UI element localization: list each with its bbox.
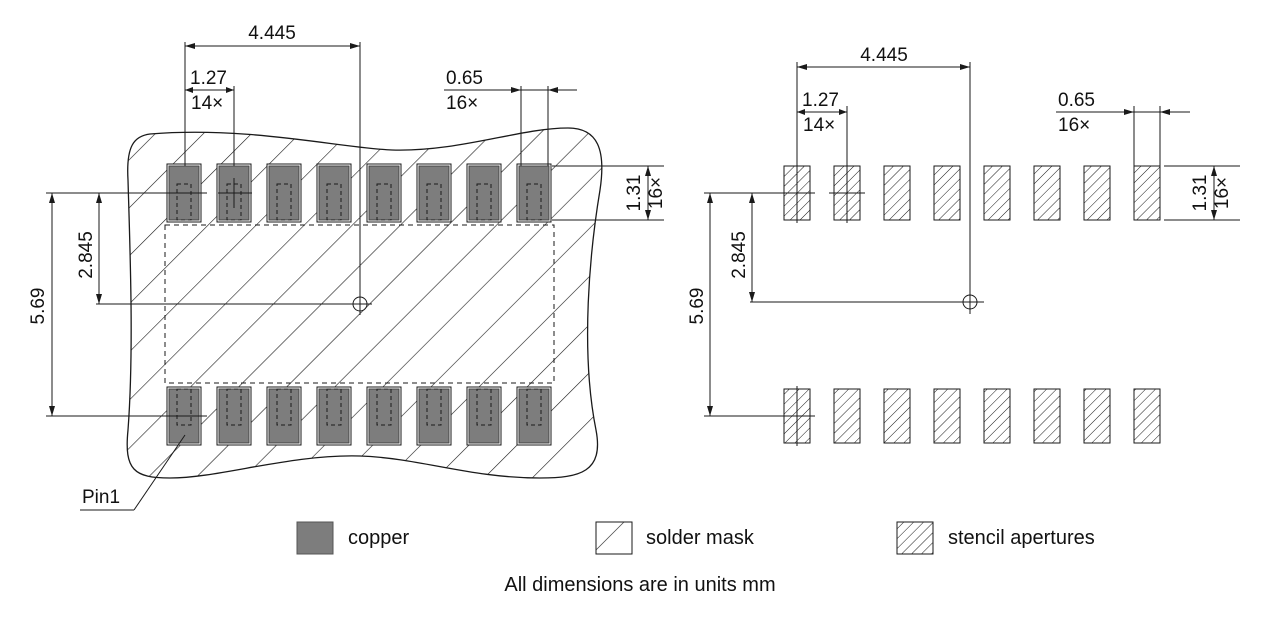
stencil-aperture	[933, 388, 961, 444]
stencil-aperture	[883, 165, 911, 221]
right-view: 4.445 1.27 14× 0.65 16×	[687, 45, 1240, 446]
legend-solder-mask-swatch	[595, 521, 633, 555]
copper-pad	[266, 386, 302, 446]
copper-pad	[316, 386, 352, 446]
legend-solder-mask: solder mask	[595, 521, 755, 555]
right-dim-pad-width-label: 0.65	[1058, 90, 1095, 111]
copper-pad	[316, 163, 352, 223]
right-dim-pad-height-label: 1.31	[1190, 175, 1211, 212]
right-dim-row-span: 5.69	[687, 192, 782, 417]
right-dim-pad-width: 0.65 16×	[1056, 90, 1190, 166]
dim-pitch-x: 4.445	[184, 23, 360, 166]
copper-pad	[516, 386, 552, 446]
right-dim-half-row: 2.845	[729, 192, 782, 302]
dim-pad-height-label: 1.31	[624, 175, 645, 212]
copper-pad	[516, 163, 552, 223]
legend-copper: copper	[296, 521, 409, 555]
package-body-outline	[164, 224, 555, 384]
right-dim-pad-pitch: 1.27 14×	[797, 90, 848, 166]
center-marker	[96, 42, 372, 315]
stencil-aperture	[1083, 388, 1111, 444]
right-dim-half-row-label: 2.845	[729, 231, 750, 279]
dim-pad-width-label: 0.65	[446, 68, 483, 89]
pin1-callout: Pin1	[80, 434, 186, 511]
dim-pad-height-count: 16×	[646, 177, 667, 209]
copper-pad	[216, 386, 252, 446]
right-dim-pitch-x: 4.445	[796, 45, 970, 166]
stencil-aperture	[1133, 165, 1161, 221]
right-dim-pad-pitch-label: 1.27	[802, 90, 839, 111]
stencil-aperture	[883, 388, 911, 444]
legend-stencil-swatch	[896, 521, 934, 555]
legend-copper-label: copper	[348, 527, 409, 549]
dim-pad-pitch-count: 14×	[191, 93, 223, 114]
left-view: 4.445 1.27 14× 0.65 16×	[28, 23, 667, 511]
left-pad-array	[163, 163, 552, 446]
right-stencil-array	[779, 163, 1161, 446]
dim-pad-height: 1.31 16×	[552, 165, 667, 221]
stencil-aperture	[983, 165, 1011, 221]
right-dim-pad-height: 1.31 16×	[1164, 165, 1240, 221]
dim-pad-pitch-label: 1.27	[190, 68, 227, 89]
dim-row-span-label: 5.69	[28, 288, 49, 325]
stencil-aperture	[983, 388, 1011, 444]
dim-pad-pitch: 1.27 14×	[185, 68, 235, 166]
pin1-label: Pin1	[82, 487, 120, 508]
legend-solder-mask-label: solder mask	[646, 527, 755, 549]
stencil-aperture	[833, 388, 861, 444]
right-dim-row-span-label: 5.69	[687, 288, 708, 325]
dim-half-row-label: 2.845	[76, 231, 97, 279]
copper-pad	[416, 386, 452, 446]
units-note: All dimensions are in units mm	[504, 574, 775, 596]
stencil-aperture	[1033, 388, 1061, 444]
dim-pitch-x-label: 4.445	[248, 23, 296, 44]
stencil-aperture	[1083, 165, 1111, 221]
right-dim-pad-pitch-count: 14×	[803, 115, 835, 136]
copper-pad	[416, 163, 452, 223]
dim-half-row: 2.845	[76, 192, 170, 304]
copper-pad	[466, 163, 502, 223]
right-dim-pad-height-count: 16×	[1212, 177, 1233, 209]
right-center-marker	[750, 62, 984, 314]
dim-pad-width: 0.65 16×	[444, 68, 577, 166]
dim-pad-width-count: 16×	[446, 93, 478, 114]
copper-pad	[366, 386, 402, 446]
legend-stencil: stencil apertures	[896, 521, 1095, 555]
copper-pad	[466, 386, 502, 446]
stencil-aperture	[1133, 388, 1161, 444]
copper-pad	[266, 163, 302, 223]
stencil-aperture	[933, 165, 961, 221]
copper-pad	[366, 163, 402, 223]
right-dim-pitch-x-label: 4.445	[860, 45, 908, 66]
legend: copper solder mask stencil apertures	[296, 521, 1095, 555]
right-dim-pad-width-count: 16×	[1058, 115, 1090, 136]
legend-copper-swatch	[296, 521, 334, 555]
legend-stencil-label: stencil apertures	[948, 527, 1095, 549]
stencil-aperture	[1033, 165, 1061, 221]
dim-row-span: 5.69	[28, 192, 170, 417]
